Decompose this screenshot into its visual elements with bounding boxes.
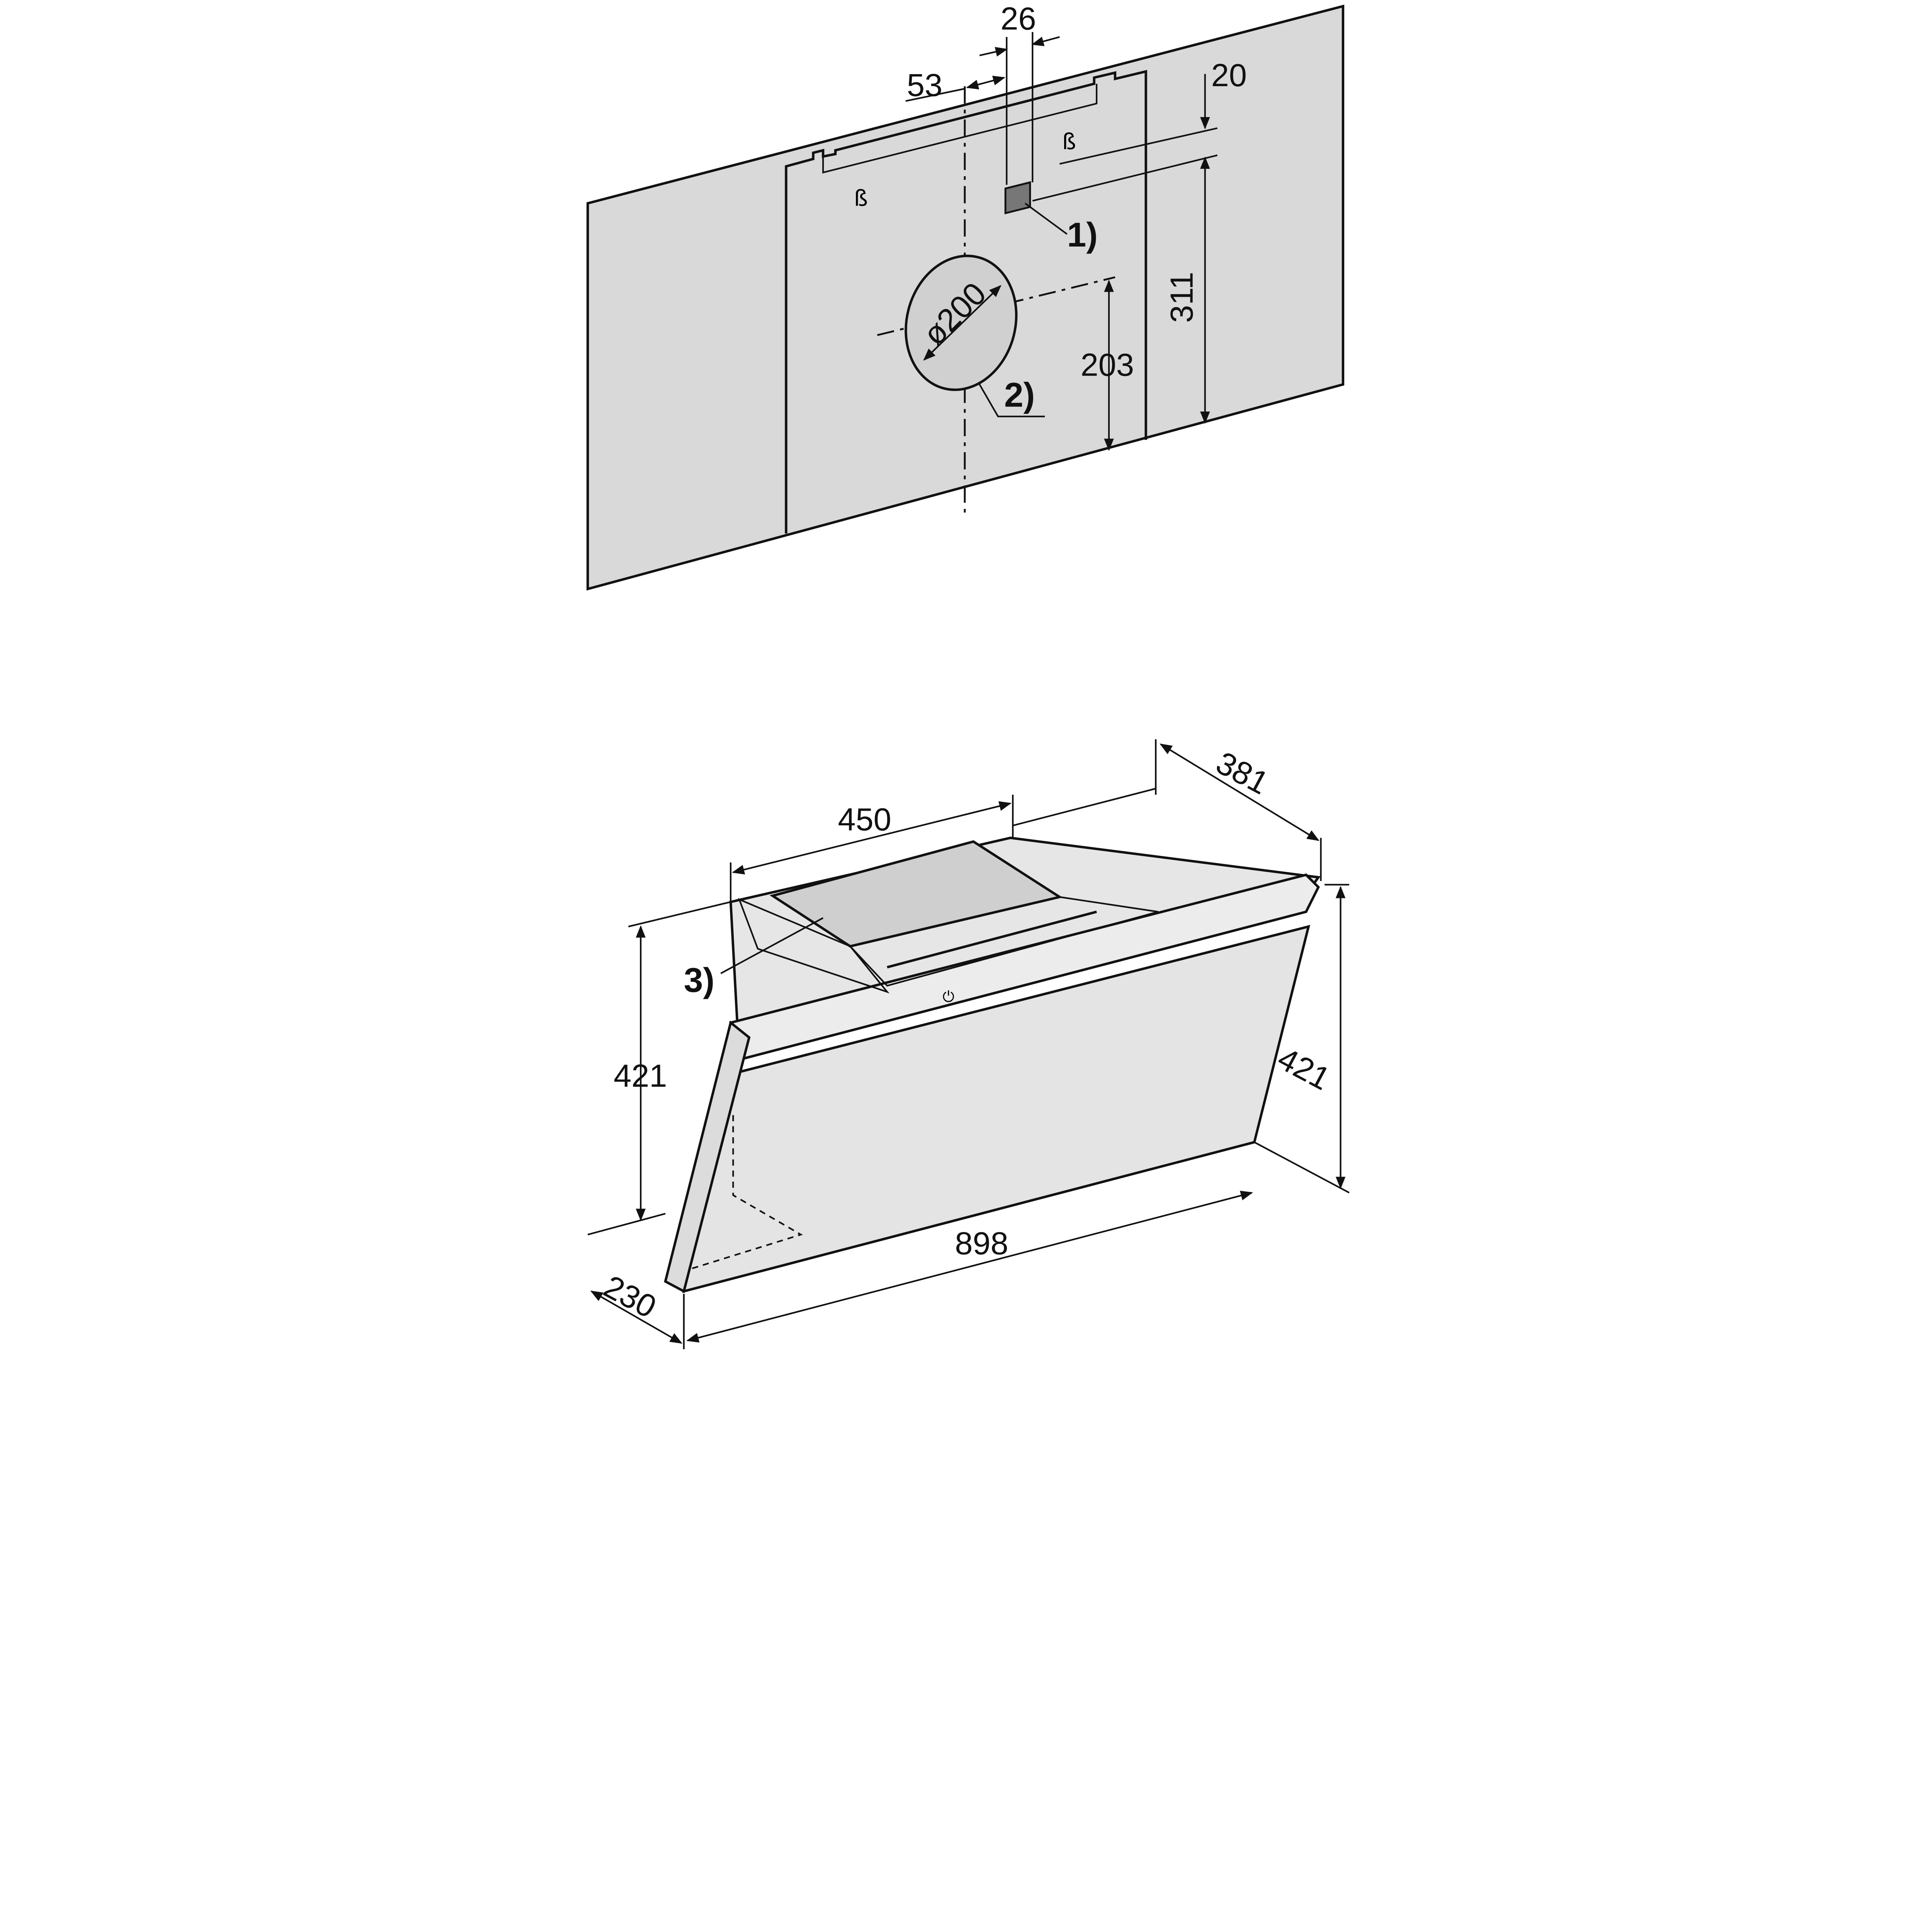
installation-diagram: ß ß ø200 26 53 20 311 203 1) 2) xyxy=(586,1,1350,1349)
dim-26: 26 xyxy=(1000,1,1036,37)
dim-421-left: 421 xyxy=(614,1058,667,1094)
power-icon: ⏻ xyxy=(942,988,954,1005)
wall-drawing: ß ß ø200 26 53 20 311 203 1) 2) xyxy=(586,1,1344,591)
callout-1: 1) xyxy=(1067,215,1097,254)
electrical-socket xyxy=(1004,181,1031,214)
dim-230: 230 xyxy=(598,1268,662,1325)
callout-3: 3) xyxy=(684,961,714,999)
mounting-template: ß ß xyxy=(785,70,1147,534)
dim-53: 53 xyxy=(907,67,942,103)
dim-20: 20 xyxy=(1211,57,1247,93)
dim-203: 203 xyxy=(1081,347,1134,383)
dim-311: 311 xyxy=(1164,272,1200,323)
dim-421-right: 421 xyxy=(1272,1040,1336,1097)
hood-drawing: ⏻ 450 381 421 3) 421 898 230 xyxy=(587,739,1350,1349)
keyhole-icon: ß xyxy=(854,185,868,211)
dim-381: 381 xyxy=(1210,745,1274,801)
keyhole-icon: ß xyxy=(1062,129,1076,155)
dim-450: 450 xyxy=(838,801,891,837)
callout-2: 2) xyxy=(1004,375,1035,414)
dim-898: 898 xyxy=(955,1225,1008,1261)
